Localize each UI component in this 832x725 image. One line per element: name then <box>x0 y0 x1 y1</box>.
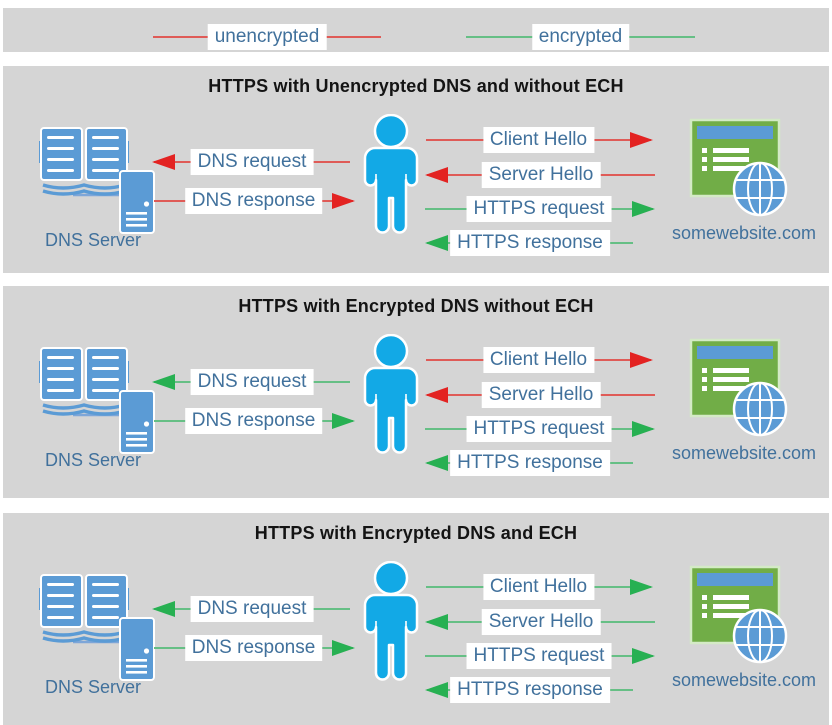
arrow-label: HTTPS response <box>450 677 610 703</box>
browser-titlebar <box>697 126 773 139</box>
website-icon <box>689 565 788 664</box>
list-icon <box>702 368 749 391</box>
open-book-icon <box>39 127 129 196</box>
arrow-head-icon <box>152 374 175 390</box>
website-cluster <box>689 565 789 665</box>
globe-icon <box>732 161 788 217</box>
arrow-label: DNS response <box>184 635 323 661</box>
website-icon <box>689 338 788 437</box>
arrow-label: DNS request <box>190 149 314 175</box>
dns-server-cluster <box>39 570 157 682</box>
panel-title: HTTPS with Encrypted DNS and ECH <box>254 523 578 543</box>
arrow-label: HTTPS response <box>450 450 610 476</box>
dns-server-icon <box>39 574 155 681</box>
arrow-label: DNS request <box>190 369 314 395</box>
legend-label-encrypted: encrypted <box>531 24 630 50</box>
website-cluster <box>689 338 789 438</box>
browser-titlebar <box>697 573 773 586</box>
dns-server-cluster <box>39 123 157 235</box>
panel-title: HTTPS with Unencrypted DNS and without E… <box>208 76 624 96</box>
arrow-head-icon <box>425 682 448 698</box>
dns-server-label: DNS Server <box>45 677 142 697</box>
arrow-head-icon <box>332 640 355 656</box>
dns-server-label: DNS Server <box>45 230 142 250</box>
dns-server-icon <box>39 127 155 234</box>
arrow-head-icon <box>425 235 448 251</box>
dns-server-cluster <box>39 343 157 455</box>
arrow-label: Client Hello <box>482 127 595 153</box>
server-icon <box>119 170 155 234</box>
arrow-label: HTTPS request <box>466 416 612 442</box>
server-icon <box>119 617 155 681</box>
arrow-label: Server Hello <box>481 609 601 635</box>
list-icon <box>702 595 749 618</box>
arrow-head-icon <box>632 201 655 217</box>
website-label: somewebsite.com <box>671 670 817 690</box>
website-cluster <box>689 118 789 218</box>
arrow-label: DNS request <box>190 596 314 622</box>
server-icon <box>119 390 155 454</box>
open-book-icon <box>39 347 129 416</box>
legend-label-unencrypted: unencrypted <box>207 24 327 50</box>
browser-titlebar <box>697 346 773 359</box>
arrow-label: Server Hello <box>481 162 601 188</box>
arrow-head-icon <box>630 352 653 368</box>
arrow-head-icon <box>630 132 653 148</box>
open-book-icon <box>39 574 129 643</box>
arrow-label: Client Hello <box>482 574 595 600</box>
user-figure <box>359 561 423 683</box>
arrow-label: Server Hello <box>481 382 601 408</box>
website-label: somewebsite.com <box>671 223 817 243</box>
arrow-label: DNS response <box>184 408 323 434</box>
user-figure <box>359 334 423 456</box>
panel-title: HTTPS with Encrypted DNS without ECH <box>238 296 594 316</box>
arrow-head-icon <box>632 648 655 664</box>
person-icon <box>363 114 419 234</box>
arrow-head-icon <box>152 154 175 170</box>
arrow-head-icon <box>425 614 448 630</box>
website-label: somewebsite.com <box>671 443 817 463</box>
website-icon <box>689 118 788 217</box>
arrow-head-icon <box>632 421 655 437</box>
arrow-label: HTTPS request <box>466 643 612 669</box>
person-icon <box>363 561 419 681</box>
legend-band: unencrypted encrypted <box>3 8 829 52</box>
arrow-head-icon <box>332 193 355 209</box>
arrow-head-icon <box>425 455 448 471</box>
arrow-label: HTTPS response <box>450 230 610 256</box>
arrow-head-icon <box>425 167 448 183</box>
panel-encrypted-dns-no-ech: HTTPS with Encrypted DNS without ECH DNS <box>3 286 829 498</box>
globe-icon <box>732 608 788 664</box>
arrow-head-icon <box>152 601 175 617</box>
dns-server-label: DNS Server <box>45 450 142 470</box>
user-figure <box>359 114 423 236</box>
arrow-head-icon <box>332 413 355 429</box>
arrow-head-icon <box>425 387 448 403</box>
panel-encrypted-dns-ech: HTTPS with Encrypted DNS and ECH DNS Ser <box>3 513 829 725</box>
globe-icon <box>732 381 788 437</box>
arrow-label: Client Hello <box>482 347 595 373</box>
list-icon <box>702 148 749 171</box>
arrow-label: DNS response <box>184 188 323 214</box>
arrow-label: HTTPS request <box>466 196 612 222</box>
dns-server-icon <box>39 347 155 454</box>
arrow-head-icon <box>630 579 653 595</box>
panel-unencrypted-dns-no-ech: HTTPS with Unencrypted DNS and without E… <box>3 66 829 273</box>
person-icon <box>363 334 419 454</box>
